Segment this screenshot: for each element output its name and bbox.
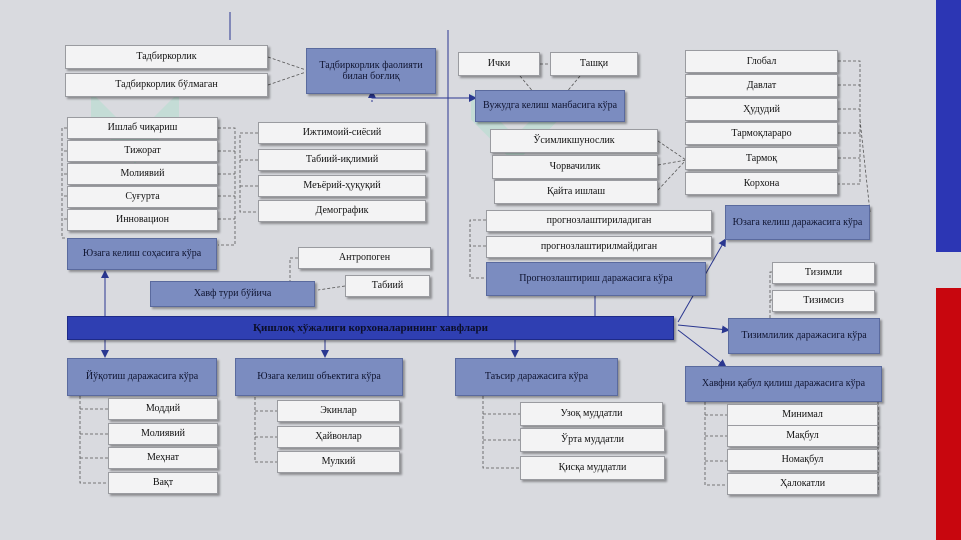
activity-item-entrepreneurial: Тадбиркорлик xyxy=(65,45,268,69)
area-item-innovation: Инновацион xyxy=(67,209,218,231)
accept-item-minimal: Минимал xyxy=(727,404,878,426)
impact-item-mid-term: Ўрта муддатли xyxy=(520,428,665,452)
right-accent-red xyxy=(936,288,961,540)
impact-item-short-term: Қисқа муддатли xyxy=(520,456,665,480)
env-item-natural-climatic: Табиий-иқлимий xyxy=(258,149,426,171)
object-item-crops: Экинлар xyxy=(277,400,400,422)
category-system: Тизимлилик даражасига кўра xyxy=(728,318,880,354)
main-title: Қишлоқ хўжалиги корхоналарининг хавфлари xyxy=(67,316,674,340)
sector-item-livestock: Чорвачилик xyxy=(492,155,658,179)
system-item-systemic: Тизимли xyxy=(772,262,875,284)
forecast-item-unpredictable: прогнозлаштирилмайдиган xyxy=(486,236,712,258)
accept-item-catastrophic: Ҳалокатли xyxy=(727,473,878,495)
category-loss: Йўқотиш даражасига кўра xyxy=(67,358,217,396)
right-accent-blue xyxy=(936,0,961,252)
env-item-socio-political: Ижтимоий-сиёсий xyxy=(258,122,426,144)
accept-item-acceptable: Мақбул xyxy=(727,425,878,447)
loss-item-financial: Молиявий xyxy=(108,423,218,445)
category-origin-level: Юзага келиш даражасига кўра xyxy=(725,205,870,240)
env-item-demographic: Демографик xyxy=(258,200,426,222)
area-item-insurance: Суғурта xyxy=(67,186,218,208)
system-item-unsystemic: Тизимсиз xyxy=(772,290,875,312)
area-item-financial: Молиявий xyxy=(67,163,218,185)
object-item-animals: Ҳайвонлар xyxy=(277,426,400,448)
category-risk-type: Хавф тури бўйича xyxy=(150,281,315,307)
loss-item-material: Моддий xyxy=(108,398,218,420)
source-item-internal: Ички xyxy=(458,52,540,76)
forecast-item-predictable: прогнозлаштириладиган xyxy=(486,210,712,232)
scale-item-enterprise: Корхона xyxy=(685,172,838,195)
activity-item-non-entrepreneurial: Тадбиркорлик бўлмаган xyxy=(65,73,268,97)
area-item-trade: Тижорат xyxy=(67,140,218,162)
impact-item-long-term: Узоқ муддатли xyxy=(520,402,663,426)
risk-type-item-natural: Табиий xyxy=(345,275,430,297)
category-forecast: Прогнозлаштириш даражасига кўра xyxy=(486,262,706,296)
object-item-property: Мулкий xyxy=(277,451,400,473)
env-item-regulatory: Меъёрий-ҳуқуқий xyxy=(258,175,426,197)
category-impact: Таъсир даражасига кўра xyxy=(455,358,618,396)
loss-item-labor: Меҳнат xyxy=(108,447,218,469)
scale-item-sector: Тармоқ xyxy=(685,147,838,170)
loss-item-time: Вақт xyxy=(108,472,218,494)
area-item-production: Ишлаб чиқариш xyxy=(67,117,218,139)
scale-item-regional: Ҳудудий xyxy=(685,98,838,121)
category-activity: Тадбиркорлик фаолияти билан боғлиқ xyxy=(306,48,436,94)
accept-item-unacceptable: Номақбул xyxy=(727,449,878,471)
sector-item-crops: Ўсимликшунослик xyxy=(490,129,658,153)
category-source: Вужудга келиш манбасига кўра xyxy=(475,90,625,122)
scale-item-intersectoral: Тармоқлараро xyxy=(685,122,838,145)
source-item-external: Ташқи xyxy=(550,52,638,76)
scale-item-global: Глобал xyxy=(685,50,838,73)
scale-item-state: Давлат xyxy=(685,74,838,97)
risk-type-item-anthropogenic: Антропоген xyxy=(298,247,431,269)
category-accept: Хавфни қабул қилиш даражасига кўра xyxy=(685,366,882,402)
category-origin-area: Юзага келиш соҳасига кўра xyxy=(67,238,217,270)
category-object: Юзага келиш объектига кўра xyxy=(235,358,403,396)
sector-item-processing: Қайта ишлаш xyxy=(494,180,658,204)
